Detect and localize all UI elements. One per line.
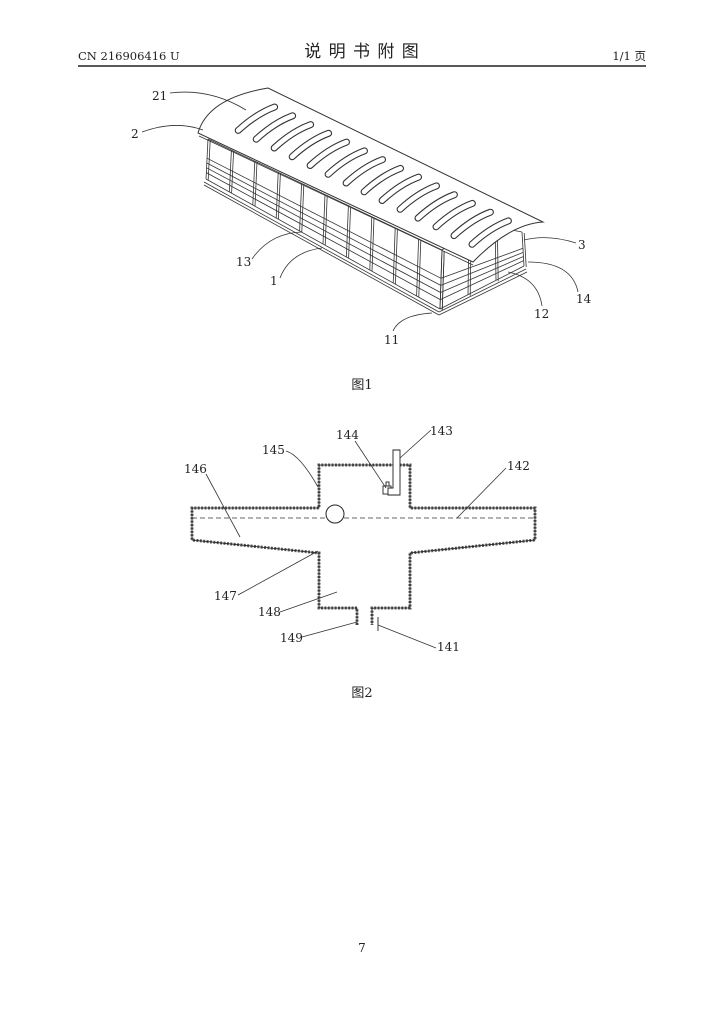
ref-149: 149 bbox=[280, 631, 303, 645]
ref-14: 14 bbox=[576, 292, 592, 306]
ref-142: 142 bbox=[507, 459, 530, 473]
ref-13: 13 bbox=[236, 255, 251, 269]
ref-147: 147 bbox=[214, 589, 237, 603]
section-title: 说 明 书 附 图 bbox=[304, 42, 420, 62]
float-ball bbox=[326, 505, 344, 523]
ref-144: 144 bbox=[336, 428, 359, 442]
document-number: CN 216906416 U bbox=[78, 49, 180, 63]
ref-3: 3 bbox=[578, 238, 586, 252]
ref-1: 1 bbox=[270, 274, 278, 288]
ref-21: 21 bbox=[152, 89, 167, 103]
figure-2-caption: 图2 bbox=[351, 686, 372, 701]
ref-146: 146 bbox=[184, 462, 207, 476]
ref-11: 11 bbox=[384, 333, 399, 347]
ref-141: 141 bbox=[437, 640, 460, 654]
ref-12: 12 bbox=[534, 307, 549, 321]
ref-145: 145 bbox=[262, 443, 285, 457]
bracket-pin bbox=[386, 482, 389, 486]
page-number: 7 bbox=[358, 941, 366, 955]
ref-143: 143 bbox=[430, 424, 453, 438]
page-count: 1/1 页 bbox=[612, 49, 646, 63]
ref-148: 148 bbox=[258, 605, 281, 619]
figure-1-caption: 图1 bbox=[351, 378, 372, 393]
ref-2: 2 bbox=[131, 127, 139, 141]
